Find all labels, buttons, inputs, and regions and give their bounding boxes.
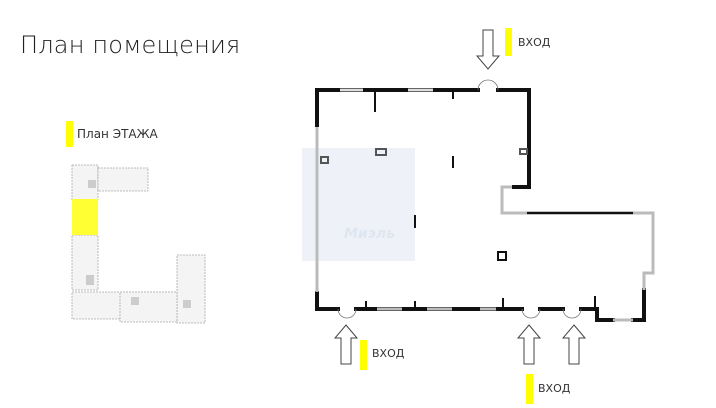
entrance-label-bottom-right: ВХОД xyxy=(538,382,571,395)
floor-plan-label: План ЭТАЖА xyxy=(77,127,158,141)
arrow-down-icon xyxy=(475,29,501,70)
watermark-logo: Миэль xyxy=(302,148,415,261)
page-title: План помещения xyxy=(20,31,241,59)
arrow-up-icon xyxy=(516,324,542,365)
entrance-marker-bottom-right xyxy=(526,374,533,404)
floor-plan-marker xyxy=(66,121,73,147)
entrance-label-top: ВХОД xyxy=(518,36,551,49)
arrow-up-icon xyxy=(561,324,587,365)
entrance-marker-top xyxy=(505,28,512,56)
arrow-up-icon xyxy=(333,324,359,365)
door-icons xyxy=(337,79,582,319)
entrance-marker-bottom-left xyxy=(360,340,367,370)
highlighted-unit xyxy=(72,199,98,235)
entrance-label-bottom-left: ВХОД xyxy=(372,347,405,360)
